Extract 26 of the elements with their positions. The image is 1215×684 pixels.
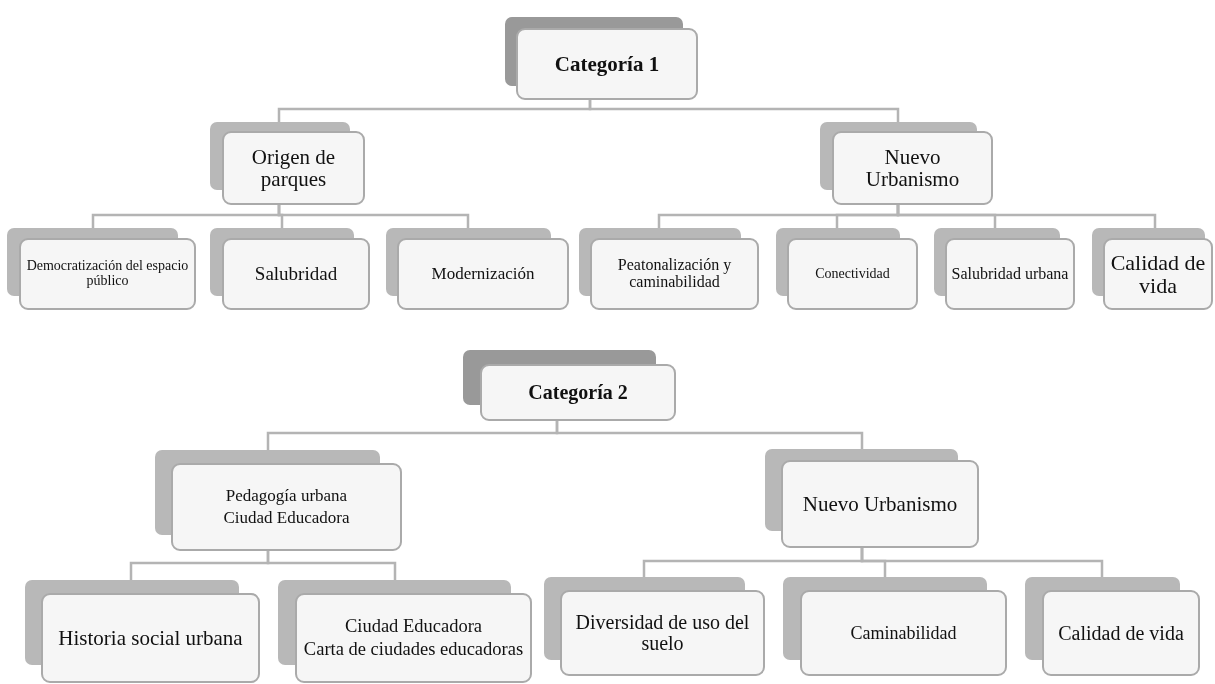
connector-line [266,551,397,580]
card-text: Ciudad Educadora [344,616,483,636]
card-text: Nuevo Urbanismo [802,492,958,515]
connector-line [896,205,1157,228]
card-text: Calidad de vida [1109,250,1207,298]
card-text: Calidad de vida [1058,622,1184,644]
connector-line [588,100,900,122]
card-text: Salubridad urbana [951,265,1069,283]
card-text: Historia social urbana [58,626,243,649]
card-text: Diversidad de uso del suelo [574,612,751,654]
card-text: Categoría 1 [554,52,660,75]
card-text: Salubridad [254,264,338,284]
card-text: Caminabilidad [850,623,957,643]
card-text: Nuevo Urbanismo [864,145,961,191]
card-text: Democratización del espacio público [25,259,190,289]
card-text: Peatonalización y caminabilidad [616,257,733,291]
card-text: Origen de parques [250,145,337,191]
card-text: Modernización [431,265,535,283]
connector-line [277,205,470,228]
connector-line [860,548,1104,577]
connector-line [555,421,864,449]
card-text: Categoría 2 [528,382,628,403]
card-text: Ciudad Educadora [223,509,350,527]
card-text: Carta de ciudades educadoras [303,640,524,660]
card-text: Pedagogía urbana [225,487,348,505]
card-text: Conectividad [815,266,890,282]
